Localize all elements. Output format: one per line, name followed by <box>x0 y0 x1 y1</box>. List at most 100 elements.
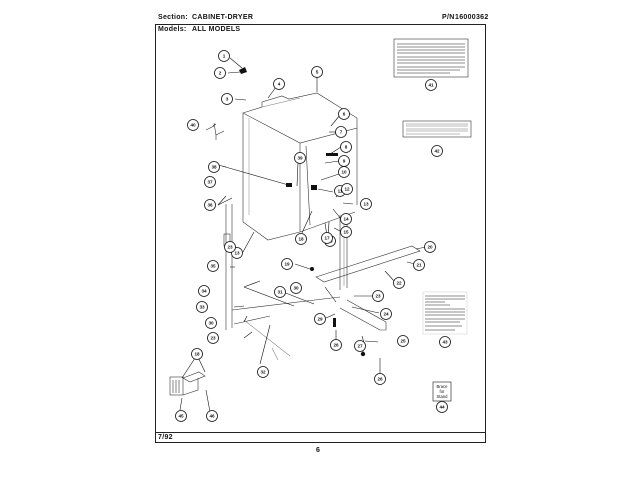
callout-number: 1 <box>223 54 226 59</box>
callout-19: 19 <box>281 258 293 270</box>
callout-25: 25 <box>397 335 409 347</box>
callout-number: 13 <box>363 202 369 207</box>
callout-42: 42 <box>431 145 443 157</box>
callout-30a: 30 <box>290 282 302 294</box>
callout-number: 26 <box>333 343 339 348</box>
callout-22: 22 <box>393 277 405 289</box>
callout-number: 23 <box>375 294 381 299</box>
callout-43: 43 <box>439 336 451 348</box>
callout-circle <box>206 410 218 422</box>
callout-number: 43 <box>442 340 448 345</box>
callout-number: 10 <box>341 170 347 175</box>
callout-circle <box>204 199 216 211</box>
top-panel-seam <box>261 97 301 108</box>
callout-number: 27 <box>357 344 363 349</box>
callout-number: 45 <box>178 414 184 419</box>
callout-group: 1234567891011121313141516171818192021222… <box>175 50 451 422</box>
callout-number: 7 <box>340 130 343 135</box>
label-41 <box>393 38 469 78</box>
callout-circle <box>397 335 409 347</box>
callout-circle <box>290 282 302 294</box>
wire-harness <box>169 371 206 396</box>
part-number-label: P/N <box>442 14 455 21</box>
callout-1: 1 <box>218 50 230 62</box>
callout-circle <box>340 226 352 238</box>
callout-number: 4 <box>278 82 281 87</box>
callout-number: 3 <box>226 97 229 102</box>
callout-circle <box>380 308 392 320</box>
callout-circle <box>295 233 307 245</box>
callout-circle <box>374 373 386 385</box>
callout-number: 40 <box>190 123 196 128</box>
callout-circle <box>338 166 350 178</box>
base-frame <box>231 296 387 361</box>
label-41-text-lines <box>397 43 465 74</box>
callout-13a: 13 <box>360 198 372 210</box>
callout-20: 20 <box>424 241 436 253</box>
callout-circle <box>273 78 285 90</box>
callout-5: 5 <box>311 66 323 78</box>
callout-4: 4 <box>273 78 285 90</box>
callout-circle <box>436 401 448 413</box>
callout-number: 15 <box>343 230 349 235</box>
callout-circle <box>413 259 425 271</box>
callout-3: 3 <box>221 93 233 105</box>
callout-circle <box>335 126 347 138</box>
stand-box-line-2: for <box>440 389 445 394</box>
callout-circle <box>340 141 352 153</box>
callout-number: 25 <box>400 339 406 344</box>
diagram-drawing <box>169 67 421 396</box>
callout-number: 24 <box>383 312 389 317</box>
callout-23a: 23 <box>224 241 236 253</box>
callout-38: 38 <box>208 161 220 173</box>
callout-number: 46 <box>209 414 215 419</box>
callout-circle <box>338 108 350 120</box>
callout-circle <box>175 410 187 422</box>
callout-9: 9 <box>338 155 350 167</box>
callout-circle <box>311 66 323 78</box>
shelf-panel <box>315 245 421 283</box>
callout-number: 11 <box>338 189 343 194</box>
callout-number: 33 <box>199 305 205 310</box>
callout-circle <box>321 232 333 244</box>
callout-8: 8 <box>340 141 352 153</box>
models-label: Models: <box>158 26 187 33</box>
callout-29: 29 <box>314 313 326 325</box>
callout-number: 19 <box>284 262 290 267</box>
callout-circle <box>294 152 306 164</box>
callout-23b: 23 <box>372 290 384 302</box>
callout-number: 41 <box>428 83 434 88</box>
label-42 <box>402 120 472 138</box>
callout-number: 23 <box>227 245 233 250</box>
callout-circle <box>360 198 372 210</box>
callout-circle <box>196 301 208 313</box>
callout-number: 32 <box>260 370 266 375</box>
callout-circle <box>425 79 437 91</box>
callout-number: 42 <box>434 149 440 154</box>
callout-37: 37 <box>204 176 216 188</box>
callout-18a: 18 <box>295 233 307 245</box>
callout-circle <box>191 348 203 360</box>
callout-41: 41 <box>425 79 437 91</box>
callout-17: 17 <box>321 232 333 244</box>
callout-circle <box>341 183 353 195</box>
callout-32: 32 <box>257 366 269 378</box>
callout-circle <box>354 340 366 352</box>
callout-18b: 18 <box>191 348 203 360</box>
models-value: ALL MODELS <box>192 26 241 33</box>
callout-circle <box>424 241 436 253</box>
callout-number: 36 <box>207 203 213 208</box>
callout-27: 27 <box>354 340 366 352</box>
callout-circle <box>207 332 219 344</box>
callout-6: 6 <box>338 108 350 120</box>
callout-number: 18 <box>298 237 304 242</box>
page-number: 6 <box>316 447 320 454</box>
callout-23c: 23 <box>207 332 219 344</box>
callout-number: 39 <box>297 156 303 161</box>
callout-circle <box>224 241 236 253</box>
callout-circle <box>393 277 405 289</box>
callout-number: 23 <box>210 336 216 341</box>
stand-box-line-3: Stand <box>437 394 449 399</box>
callout-number: 20 <box>427 245 433 250</box>
callout-number: 8 <box>345 145 348 150</box>
